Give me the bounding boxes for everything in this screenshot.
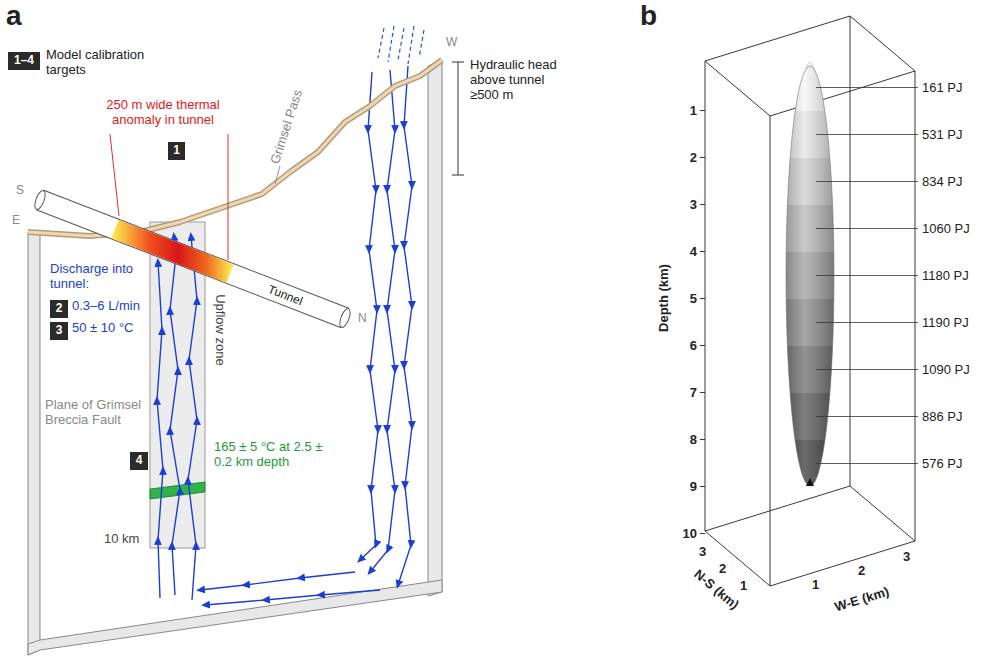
label: 5 <box>690 291 697 306</box>
label: 1060 PJ <box>922 221 970 236</box>
label: Hydraulic head above tunnel ≥500 m <box>470 58 566 103</box>
label: N <box>358 312 367 326</box>
label: 531 PJ <box>922 127 962 142</box>
label: 3 <box>903 550 910 565</box>
label: 7 <box>690 385 697 400</box>
label: Discharge into tunnel: <box>50 262 150 292</box>
label: 1090 PJ <box>922 362 970 377</box>
label: 9 <box>690 479 697 494</box>
label: 4 <box>690 244 697 259</box>
label: 834 PJ <box>922 174 962 189</box>
label: 3 <box>699 545 706 560</box>
label: Model calibration targets <box>46 48 158 78</box>
label: 10 <box>683 526 697 541</box>
callout-number: 1–4 <box>14 53 34 67</box>
label: Depth (km) <box>657 264 672 332</box>
label: S <box>16 184 24 198</box>
label: W-E (km) <box>833 585 891 616</box>
label: N-S (km) <box>691 567 742 613</box>
label: W <box>446 36 457 50</box>
callout-box: 1 <box>168 142 185 160</box>
label: 6 <box>690 338 697 353</box>
label: 0.3–6 L/min <box>72 299 140 314</box>
label: 50 ± 10 °C <box>72 321 133 336</box>
callout-number: 2 <box>56 301 63 315</box>
label: 2 <box>858 564 865 579</box>
label: Grimsel Pass <box>268 88 306 166</box>
label: 161 PJ <box>922 80 962 95</box>
label: 1190 PJ <box>922 315 969 330</box>
label: 2 <box>719 562 726 577</box>
callout-box: 2 <box>50 300 68 318</box>
label: 165 ± 5 °C at 2.5 ± 0.2 km depth <box>214 440 326 470</box>
label: E <box>12 214 20 228</box>
label: 576 PJ <box>922 456 962 471</box>
callout-box: 3 <box>50 322 68 340</box>
label: 10 km <box>104 532 139 547</box>
label: Plane of Grimsel Breccia Fault <box>45 398 145 428</box>
label: 3 <box>690 197 697 212</box>
label: 1 <box>740 579 747 594</box>
label: 2 <box>690 150 697 165</box>
label: 8 <box>690 432 697 447</box>
label: 1 <box>812 578 819 593</box>
label: 1 <box>690 103 697 118</box>
callout-box: 4 <box>130 452 148 470</box>
label: Upflow zone <box>213 294 228 366</box>
label: 886 PJ <box>922 409 962 424</box>
callout-box: 1–4 <box>8 52 40 70</box>
label: a <box>6 0 22 32</box>
callout-number: 4 <box>136 453 143 467</box>
label: 1180 PJ <box>922 268 969 283</box>
label: b <box>640 0 657 32</box>
callout-number: 1 <box>173 143 180 157</box>
label: 250 m wide thermal anomaly in tunnel <box>86 98 240 128</box>
callout-number: 3 <box>56 323 63 337</box>
